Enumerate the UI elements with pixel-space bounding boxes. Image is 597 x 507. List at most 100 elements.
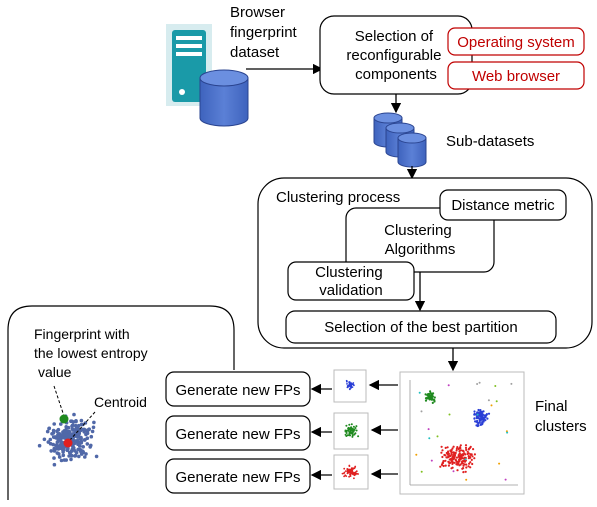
cluster-point	[471, 462, 474, 466]
cluster-point	[468, 455, 471, 458]
cluster-point	[352, 425, 355, 428]
cluster-point	[464, 470, 467, 473]
cluster-point	[345, 475, 348, 477]
cluster-point	[478, 381, 481, 384]
best-partition-box	[285, 310, 557, 344]
final-clusters-plot	[399, 371, 525, 495]
cluster-point	[498, 462, 501, 465]
cluster-point	[52, 456, 56, 460]
subdatasets-icon	[373, 112, 427, 168]
cluster-point	[457, 460, 460, 463]
option-operating-system-label: Operating system	[457, 34, 575, 51]
cluster-point	[67, 430, 72, 434]
cluster-point	[447, 456, 450, 459]
generate-fps-label-1: Generate new FPs	[175, 382, 300, 399]
cluster-point	[348, 432, 351, 435]
cluster-point	[482, 410, 485, 413]
cluster-point	[479, 423, 482, 426]
cluster-point	[346, 468, 349, 470]
cluster-point	[357, 473, 359, 475]
cluster-point	[473, 457, 476, 460]
cluster-point	[344, 470, 347, 472]
selection-label: Selection of reconfigurable components	[346, 28, 445, 83]
cluster-point	[76, 423, 81, 428]
cluster-point	[444, 459, 447, 462]
cluster-point	[466, 450, 469, 453]
cluster-point	[345, 432, 348, 434]
cluster-point	[72, 412, 76, 417]
cluster-point	[444, 446, 447, 449]
cluster-point	[450, 450, 453, 453]
cluster-point	[344, 429, 347, 432]
cluster-point	[343, 475, 345, 478]
cluster-point	[450, 453, 453, 456]
cluster-point	[484, 419, 487, 422]
cluster-point	[92, 420, 96, 425]
cluster-point	[355, 425, 358, 428]
blue-cluster-thumbnail	[333, 369, 367, 403]
cluster-point	[53, 435, 58, 439]
cluster-point	[350, 423, 353, 426]
cluster-point	[45, 429, 50, 434]
cluster-point	[81, 450, 86, 455]
cluster-point	[90, 429, 95, 434]
cluster-point	[79, 435, 83, 440]
cluster-point	[357, 435, 360, 438]
cluster-point	[83, 455, 87, 459]
cluster-point	[343, 472, 345, 475]
cluster-point	[353, 467, 356, 470]
cluster-point	[459, 444, 462, 447]
cluster-point	[448, 413, 451, 416]
cluster-point	[85, 442, 90, 446]
cluster-point	[347, 426, 350, 429]
centroid-dot	[63, 438, 73, 448]
cluster-point	[420, 410, 423, 413]
cluster-point	[50, 432, 54, 436]
cluster-point	[441, 455, 444, 459]
cluster-point	[454, 458, 457, 462]
cluster-point	[476, 413, 479, 416]
cluster-point	[465, 478, 468, 481]
cluster-point	[37, 443, 42, 448]
cluster-point	[440, 463, 444, 466]
cluster-point	[453, 457, 456, 460]
cluster-point	[477, 424, 480, 427]
option-operating-system	[447, 27, 585, 56]
cluster-point	[84, 452, 88, 456]
cluster-point	[355, 429, 358, 432]
cluster-point	[445, 451, 448, 455]
cluster-point	[73, 454, 77, 458]
cluster-point	[348, 428, 351, 431]
green-cluster-thumbnail	[333, 412, 369, 450]
cluster-point	[348, 423, 351, 426]
cluster-point	[76, 427, 81, 432]
cluster-point	[442, 464, 445, 468]
generate-fps-box-1	[165, 371, 311, 407]
cluster-point	[59, 458, 64, 463]
cluster-point	[82, 438, 87, 442]
cluster-point	[452, 470, 455, 473]
cluster-point	[427, 396, 430, 399]
cluster-point	[415, 453, 418, 456]
cluster-point	[60, 443, 65, 447]
option-web-browser-label: Web browser	[472, 68, 560, 85]
cluster-point	[354, 427, 357, 429]
cluster-point	[424, 393, 427, 396]
cluster-point	[348, 434, 351, 437]
cluster-point	[481, 417, 484, 420]
cluster-point	[424, 397, 428, 400]
cluster-point	[464, 458, 467, 461]
cluster-point	[431, 401, 434, 404]
cluster-point	[70, 423, 75, 428]
cluster-point	[482, 420, 485, 423]
cluster-point	[49, 449, 53, 453]
cluster-point	[473, 410, 476, 413]
cluster-point	[459, 463, 462, 466]
cluster-point	[465, 448, 468, 451]
cluster-point	[473, 453, 476, 456]
cluster-point	[74, 434, 79, 439]
cluster-point	[85, 436, 90, 441]
cluster-point	[348, 468, 350, 471]
cluster-point	[456, 446, 459, 449]
